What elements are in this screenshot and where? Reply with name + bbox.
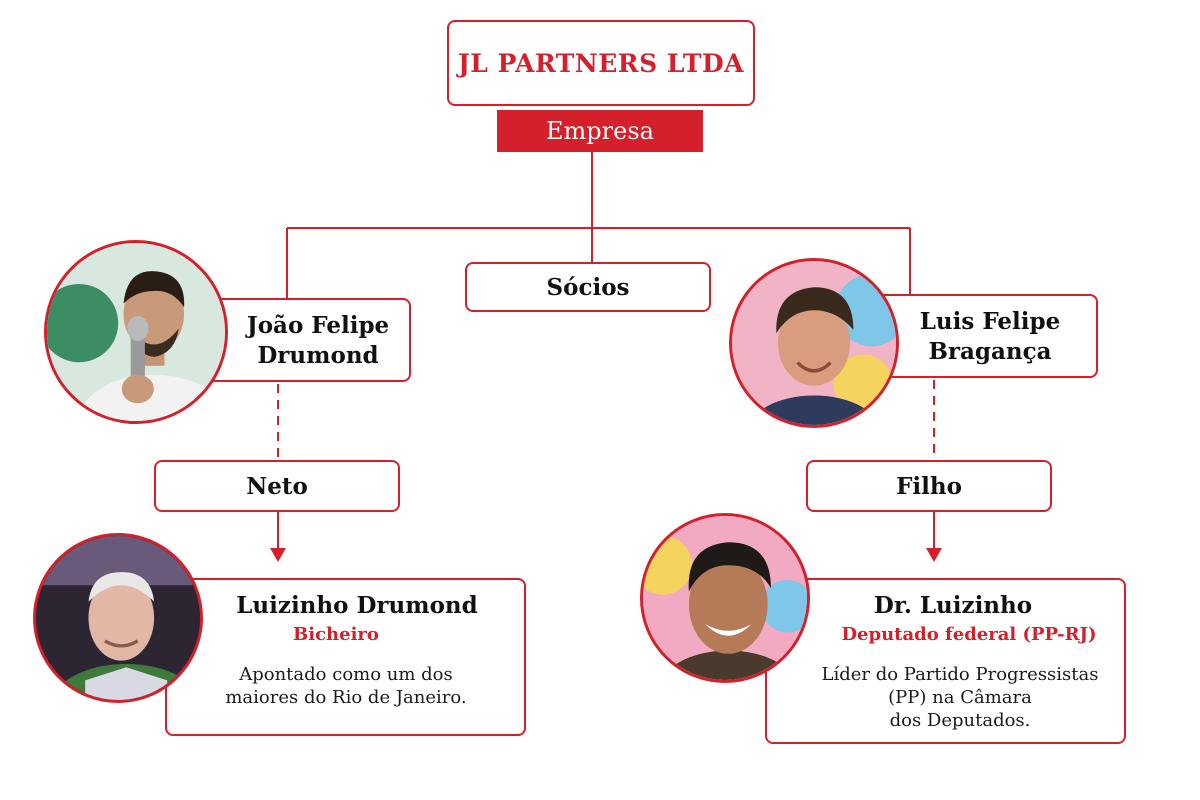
person-left-name: Luizinho Drumond	[236, 592, 478, 619]
person-right-desc-line2: (PP) na Câmara	[888, 687, 1032, 708]
person-right-box	[765, 578, 1126, 744]
socios-label: Sócios	[546, 273, 630, 301]
person-right-photo	[640, 513, 810, 683]
person-left-desc-line1: Apontado como um dos	[239, 664, 453, 685]
relation-left-box: Neto	[154, 460, 400, 512]
partner-right-name-line1: Luis Felipe	[919, 308, 1061, 335]
right-arrow-head	[926, 548, 942, 562]
person-left-role: Bicheiro	[293, 624, 379, 645]
partner-left-name-line2: Drumond	[257, 342, 379, 369]
partner-left-box	[200, 298, 411, 382]
relation-left-label: Neto	[246, 472, 308, 500]
partner-left-name: João Felipe Drumond	[228, 311, 408, 371]
left-arrow-head	[270, 548, 286, 562]
person-photo-icon	[36, 536, 200, 700]
person-photo-icon	[47, 243, 225, 421]
person-photo-icon	[643, 516, 807, 680]
person-left-photo	[33, 533, 203, 703]
relation-right-box: Filho	[806, 460, 1052, 512]
company-tag: Empresa	[497, 110, 703, 152]
relation-right-label: Filho	[896, 472, 962, 500]
person-right-role: Deputado federal (PP-RJ)	[841, 624, 1097, 645]
person-right-desc-line3: dos Deputados.	[889, 710, 1031, 731]
person-left-desc-line2: maiores do Rio de Janeiro.	[225, 687, 467, 708]
partner-left-name-line1: João Felipe	[246, 312, 390, 339]
company-tag-label: Empresa	[546, 117, 654, 145]
socios-box: Sócios	[465, 262, 711, 312]
person-right-desc: Líder do Partido Progressistas (PP) na C…	[790, 663, 1130, 732]
company-name: JL PARTNERS LTDA	[457, 48, 745, 78]
person-left-box	[165, 578, 526, 736]
person-photo-icon	[732, 261, 896, 425]
person-left-desc: Apontado como um dos maiores do Rio de J…	[196, 663, 496, 709]
person-right-desc-line1: Líder do Partido Progressistas	[821, 664, 1099, 685]
partner-left-photo	[44, 240, 228, 424]
partner-right-name: Luis Felipe Bragança	[890, 307, 1090, 367]
company-box: JL PARTNERS LTDA	[447, 20, 755, 106]
partner-right-name-line2: Bragança	[928, 338, 1052, 365]
person-right-name: Dr. Luizinho	[873, 592, 1033, 619]
partner-right-photo	[729, 258, 899, 428]
